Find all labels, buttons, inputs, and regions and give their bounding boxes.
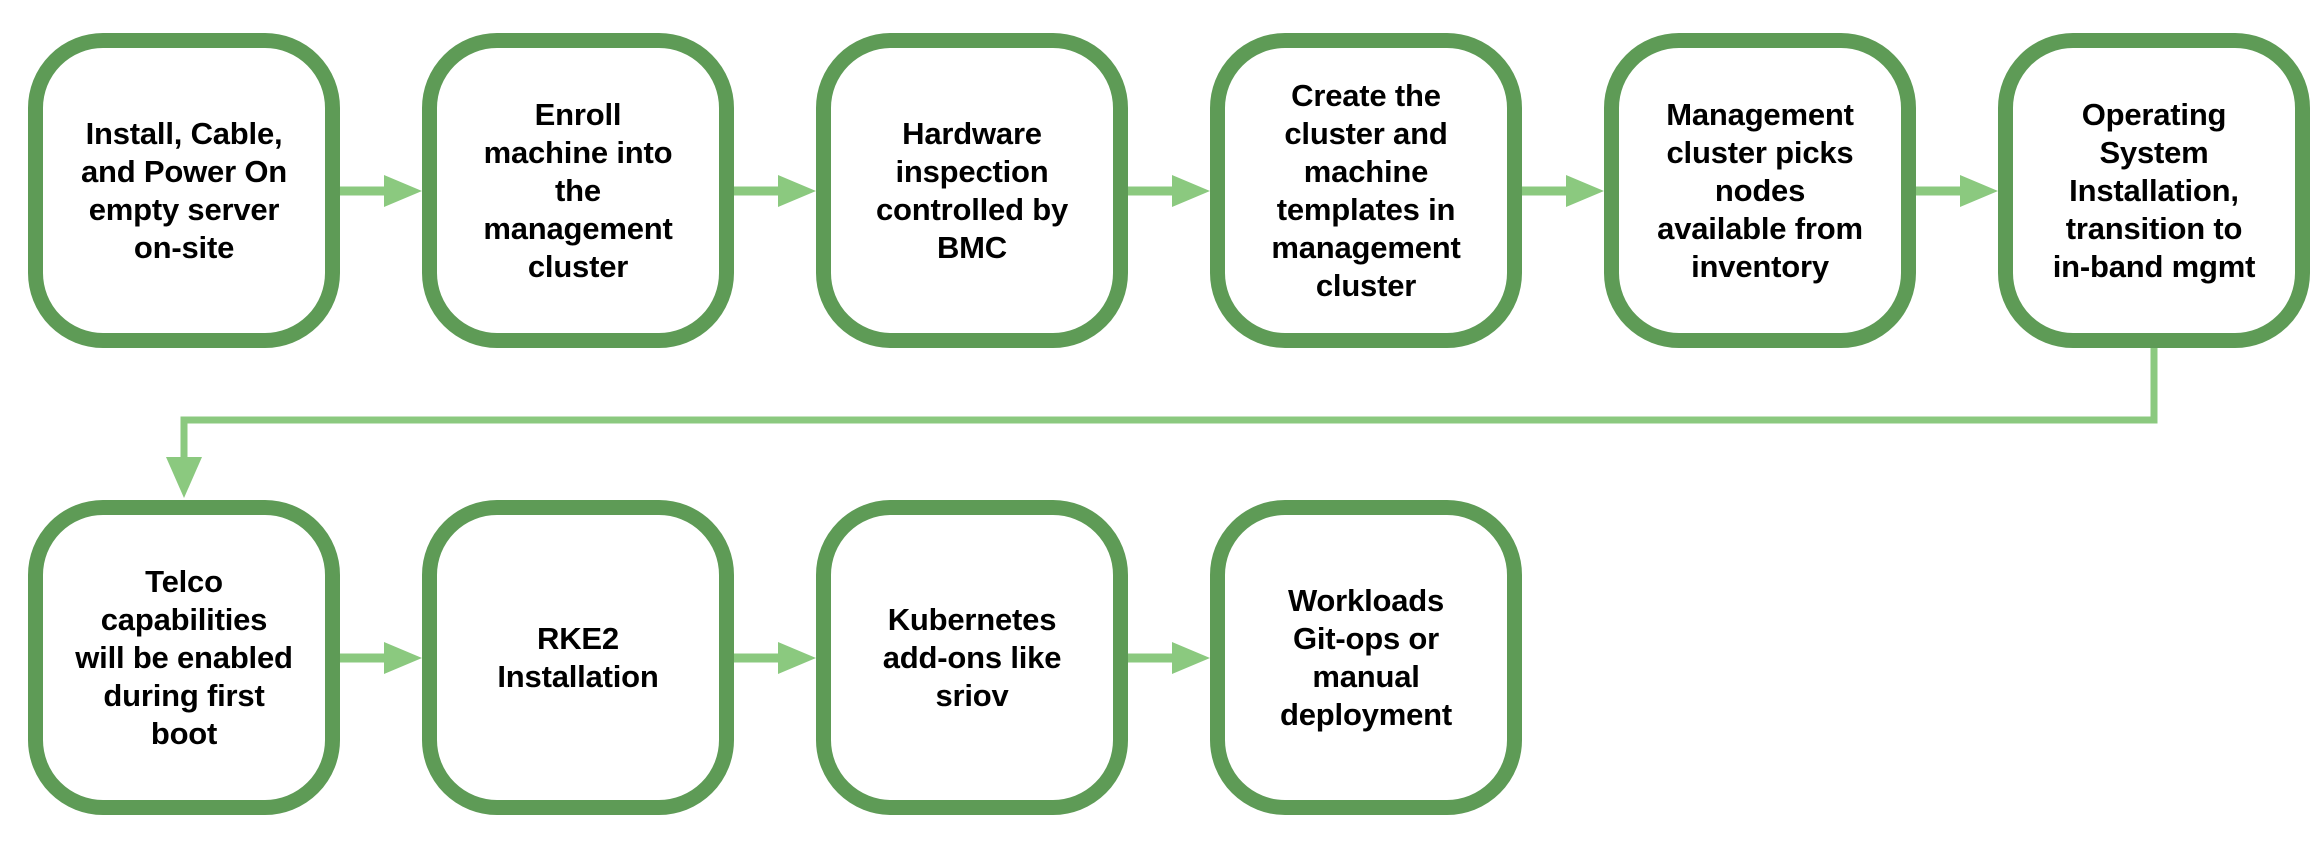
right-arrow-icon <box>1916 174 1998 207</box>
right-arrow-icon <box>1522 174 1604 207</box>
top-row: Install, Cable, and Power On empty serve… <box>28 33 2310 348</box>
step-5-management-cluster-picks-nodes: Management cluster picks nodes available… <box>1604 33 1916 348</box>
step-6-label: Operating System Installation, transitio… <box>2052 96 2256 284</box>
step-3-hardware-inspection: Hardware inspection controlled by BMC <box>816 33 1128 348</box>
step-3-label: Hardware inspection controlled by BMC <box>875 115 1069 265</box>
step-7-label: Telco capabilities will be enabled durin… <box>75 563 293 751</box>
step-6-os-installation: Operating System Installation, transitio… <box>1998 33 2310 348</box>
step-1-label: Install, Cable, and Power On empty serve… <box>80 115 288 265</box>
step-4-create-cluster-templates: Create the cluster and machine templates… <box>1210 33 1522 348</box>
right-arrow-icon <box>1128 174 1210 207</box>
step-7-telco-capabilities: Telco capabilities will be enabled durin… <box>28 500 340 815</box>
step-1-install-cable-power-on: Install, Cable, and Power On empty serve… <box>28 33 340 348</box>
step-4-label: Create the cluster and machine templates… <box>1271 77 1461 303</box>
down-arrowhead-icon <box>166 457 202 498</box>
step-8-rke2-installation: RKE2 Installation <box>422 500 734 815</box>
step-5-label: Management cluster picks nodes available… <box>1657 96 1863 284</box>
step-8-label: RKE2 Installation <box>497 620 659 694</box>
right-arrow-icon <box>1128 641 1210 674</box>
step-9-kubernetes-addons: Kubernetes add-ons like sriov <box>816 500 1128 815</box>
step-10-label: Workloads Git-ops or manual deployment <box>1280 582 1452 732</box>
bottom-row: Telco capabilities will be enabled durin… <box>28 500 1522 815</box>
right-arrow-icon <box>340 174 422 207</box>
right-arrow-icon <box>734 174 816 207</box>
step-9-label: Kubernetes add-ons like sriov <box>882 601 1062 713</box>
step-2-enroll-machine: Enroll machine into the management clust… <box>422 33 734 348</box>
step-2-label: Enroll machine into the management clust… <box>483 96 673 284</box>
step-10-workloads-deployment: Workloads Git-ops or manual deployment <box>1210 500 1522 815</box>
elbow-connector-line <box>180 346 2158 459</box>
right-arrow-icon <box>340 641 422 674</box>
right-arrow-icon <box>734 641 816 674</box>
